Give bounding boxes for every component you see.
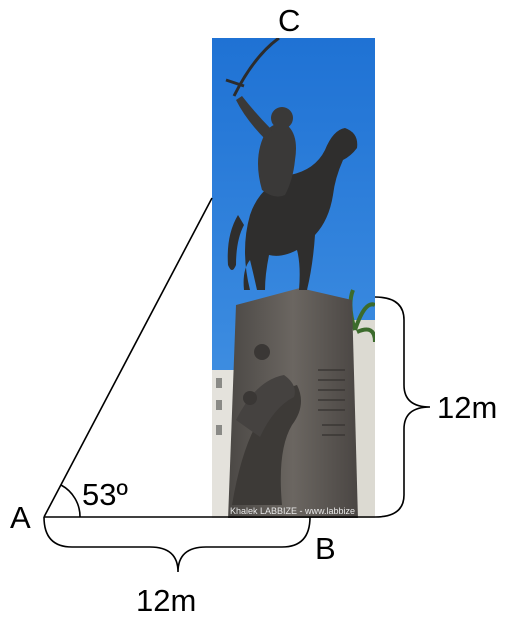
point-a-label: A: [10, 500, 31, 535]
statue-photo: Khalek LABBIZE - www.labbize: [212, 38, 375, 518]
triangle: [43, 197, 375, 518]
hypotenuse-line: [43, 197, 213, 518]
angle-label: 53º: [82, 477, 128, 512]
height-label: 12m: [437, 390, 497, 425]
base-brace: [43, 516, 311, 573]
point-b-label: B: [315, 531, 336, 566]
angle-arc: [60, 484, 81, 518]
photo-watermark: Khalek LABBIZE - www.labbize: [230, 506, 355, 516]
base-length-label: 12m: [136, 583, 196, 618]
point-c-label: C: [278, 3, 300, 38]
height-brace: [374, 296, 431, 518]
